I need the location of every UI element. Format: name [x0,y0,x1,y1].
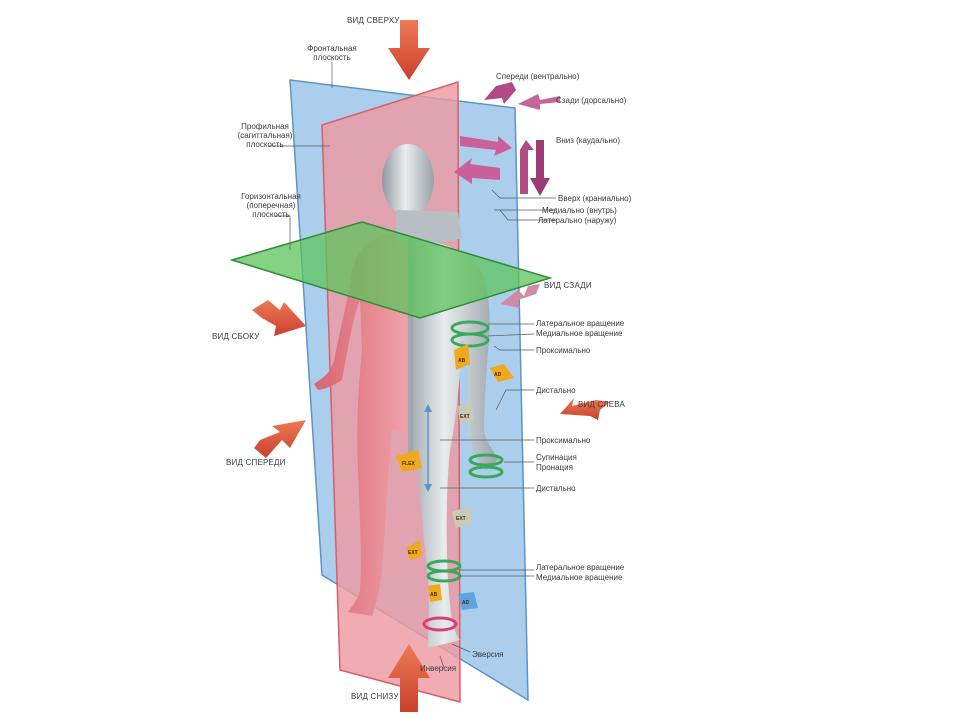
sagittal-plane-label-line-2: (сагиттальная) [237,131,293,141]
frontal-plane-label-line-1: Фронтальная [307,44,357,53]
tag-ad-2: AD [462,600,470,606]
frontal-plane-label-line-2: плоскость [313,53,351,63]
view-bottom-label: ВИД СНИЗУ [351,692,399,701]
horizontal-plane-label-line-1: Горизонтальная [241,192,301,201]
distal-label: Дистально [536,484,576,493]
proximal-upper-label: Проксимально [536,346,591,355]
horizontal-plane-label-line-3: плоскость [252,210,290,220]
medial-rotation-upper-label: Медиальное вращение [536,329,623,338]
superior-label: Вверх (краниально) [558,194,632,203]
eversion-label: Эверсия [472,650,504,659]
tag-ext-1: EXT [460,414,470,420]
lateral-rotation-upper-label: Латеральное вращение [536,319,625,328]
supination-label: Супинация [536,453,577,462]
body-grey-half [382,144,498,648]
view-arrow-top [388,20,430,80]
proximal-label: Проксимально [536,436,591,445]
view-side-label: ВИД СБОКУ [212,332,260,341]
anterior-label: Спереди (вентрально) [496,72,580,81]
view-arrow-bottom [388,644,430,712]
sagittal-plane-label-line-3: плоскость [246,140,284,150]
view-arrow-back [500,284,540,308]
medial-rotation-label: Медиальное вращение [536,573,623,582]
sagittal-plane-label: Профильная (сагиттальная) плоскость [232,122,298,150]
lateral-label: Латерально (наружу) [538,216,617,225]
inversion-label: Инверсия [420,664,457,673]
view-arrow-left [560,398,610,420]
sagittal-plane-label-line-1: Профильная [241,122,289,131]
medial-label: Медиально (внутрь) [542,206,617,215]
movement-tags [396,344,514,610]
tag-flex-1: FLEX [402,461,415,467]
tag-ab-2: AB [430,592,438,598]
rotation-rings [426,320,504,583]
frontal-plane-label: Фронтальная плоскость [300,44,364,62]
tag-ext-2: EXT [456,516,466,522]
posterior-label: Сзади (дорсально) [556,96,627,105]
view-top-label: ВИД СВЕРХУ [347,16,400,25]
pronation-label: Пронация [536,463,573,472]
distal-upper-label: Дистально [536,386,576,395]
view-back-label: ВИД СЗАДИ [544,281,592,290]
horizontal-plane [229,221,553,319]
direction-arrows [454,82,560,196]
inferior-label: Вниз (каудально) [556,136,621,145]
view-front-label: ВИД СПЕРЕДИ [226,458,286,467]
view-left-label: ВИД СЛЕВА [578,400,626,409]
horizontal-plane-label-line-2: (поперечная) [246,201,296,211]
lateral-rotation-label: Латеральное вращение [536,563,625,572]
leader-lines [268,62,556,669]
tag-ext-3: EXT [408,550,418,556]
ankle-ring [422,616,458,632]
horizontal-plane-label: Горизонтальная (поперечная) плоскость [236,192,306,220]
view-arrow-side [252,300,306,336]
proximal-distal-arrow [424,404,432,492]
tag-ad-1: AD [494,372,502,378]
view-arrow-front [254,420,306,458]
tag-ab-1: AB [458,358,466,364]
